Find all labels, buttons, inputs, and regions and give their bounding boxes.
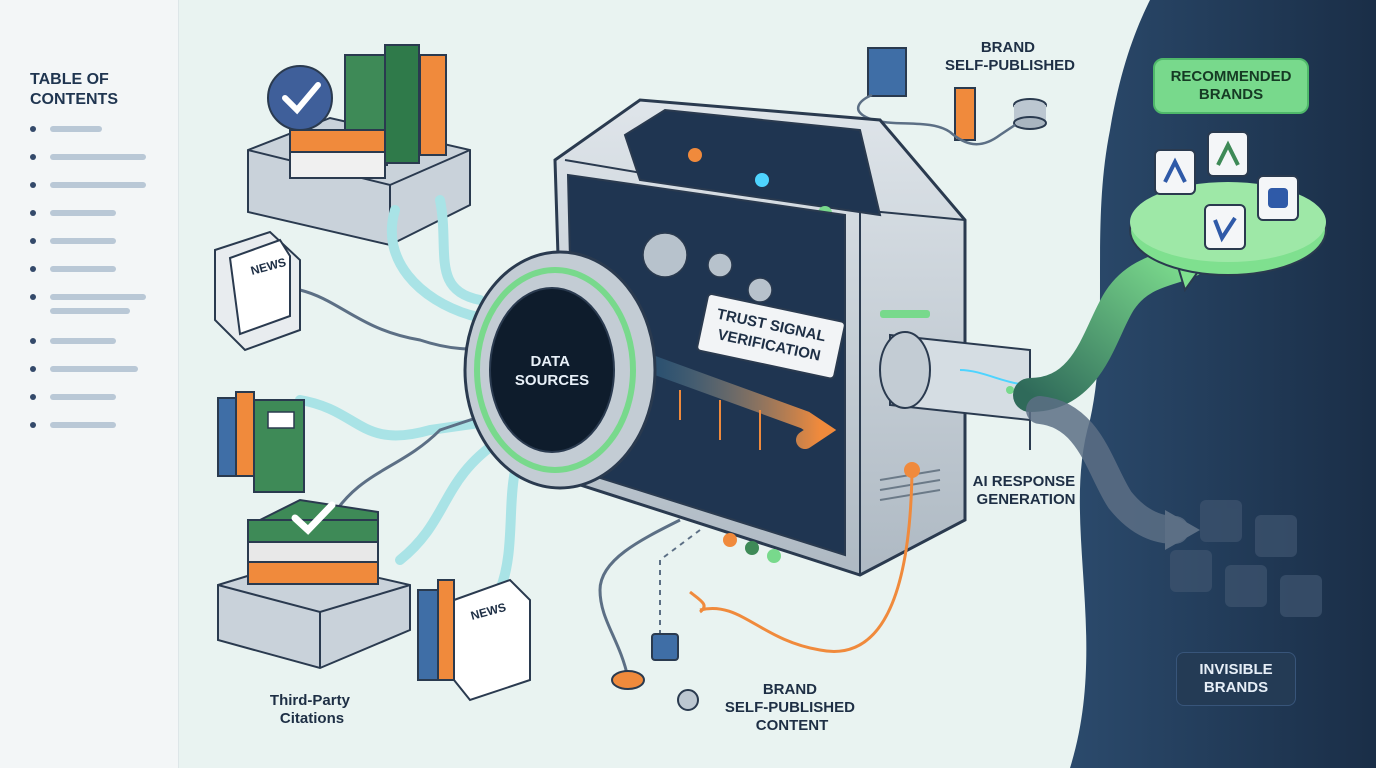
toc-item-line (50, 238, 116, 244)
gear-icon (642, 232, 773, 303)
check-badge-icon (267, 65, 333, 131)
toc-item-line (50, 182, 146, 188)
data-sources-label: DATA SOURCES (515, 353, 589, 389)
invisible-arrow (1026, 396, 1189, 544)
toc-item-line (50, 338, 116, 344)
books-middle-left (217, 391, 305, 493)
toc-item-line (50, 394, 116, 400)
recommend-arrow (1013, 243, 1207, 412)
data-sources-intake: DATA SOURCES (463, 250, 657, 490)
output-pipe (879, 331, 1051, 450)
brand-logo-icon (1204, 204, 1246, 250)
toc-bullet-icon (30, 238, 36, 244)
brand-logo-icon (1154, 149, 1196, 195)
brand-self-published-bottom-label: BRAND SELF-PUBLISHED CONTENT (725, 681, 859, 734)
recommended-brands-platform (1129, 131, 1327, 276)
brand-self-published-bottom-circuit (598, 462, 920, 711)
verified-books-platform (247, 44, 471, 247)
toc-bullet-icon (30, 366, 36, 372)
trust-verification-machine: TRUST SIGNAL VERIFICATION (553, 98, 967, 577)
toc-bullet-icon (30, 126, 36, 132)
toc-title: TABLE OF CONTENTS (30, 71, 118, 108)
toc-item-line (50, 294, 146, 300)
toc-item-line (50, 126, 102, 132)
invisible-brands-cluster (1170, 500, 1322, 617)
data-pipes (295, 195, 535, 595)
trust-signal-plate: TRUST SIGNAL VERIFICATION (696, 293, 846, 380)
toc-item-line (50, 154, 146, 160)
brand-self-published-top-label: BRAND SELF-PUBLISHED (945, 39, 1075, 74)
toc-bullet-icon (30, 394, 36, 400)
toc-bullet-icon (30, 266, 36, 272)
invisible-brands-label: INVISIBLE BRANDS (1176, 652, 1296, 706)
toc-item-line (50, 210, 116, 216)
recommended-brands-label: RECOMMENDED BRANDS (1153, 58, 1309, 114)
toc-bullet-icon (30, 294, 36, 300)
toc-bullet-icon (30, 338, 36, 344)
brand-self-published-top-group: BRAND SELF-PUBLISHED (856, 39, 1075, 146)
brand-logo-icon (1207, 131, 1249, 177)
toc-bullet-icon (30, 154, 36, 160)
toc-bullet-icon (30, 182, 36, 188)
table-of-contents-panel: TABLE OF CONTENTS (0, 0, 179, 768)
third-party-citations-platform (217, 498, 411, 670)
toc-item-line (50, 308, 130, 314)
news-books-bottom: NEWS (417, 578, 531, 702)
ai-response-label: AI RESPONSE GENERATION (973, 473, 1080, 508)
third-party-label: Third-Party Citations (270, 692, 354, 727)
toc-item-line (50, 422, 116, 428)
toc-bullet-icon (30, 210, 36, 216)
toc-item-line (50, 266, 116, 272)
check-icon (291, 501, 336, 535)
news-stack-left: NEWS (214, 230, 301, 352)
toc-item-line (50, 366, 138, 372)
toc-bullet-icon (30, 422, 36, 428)
